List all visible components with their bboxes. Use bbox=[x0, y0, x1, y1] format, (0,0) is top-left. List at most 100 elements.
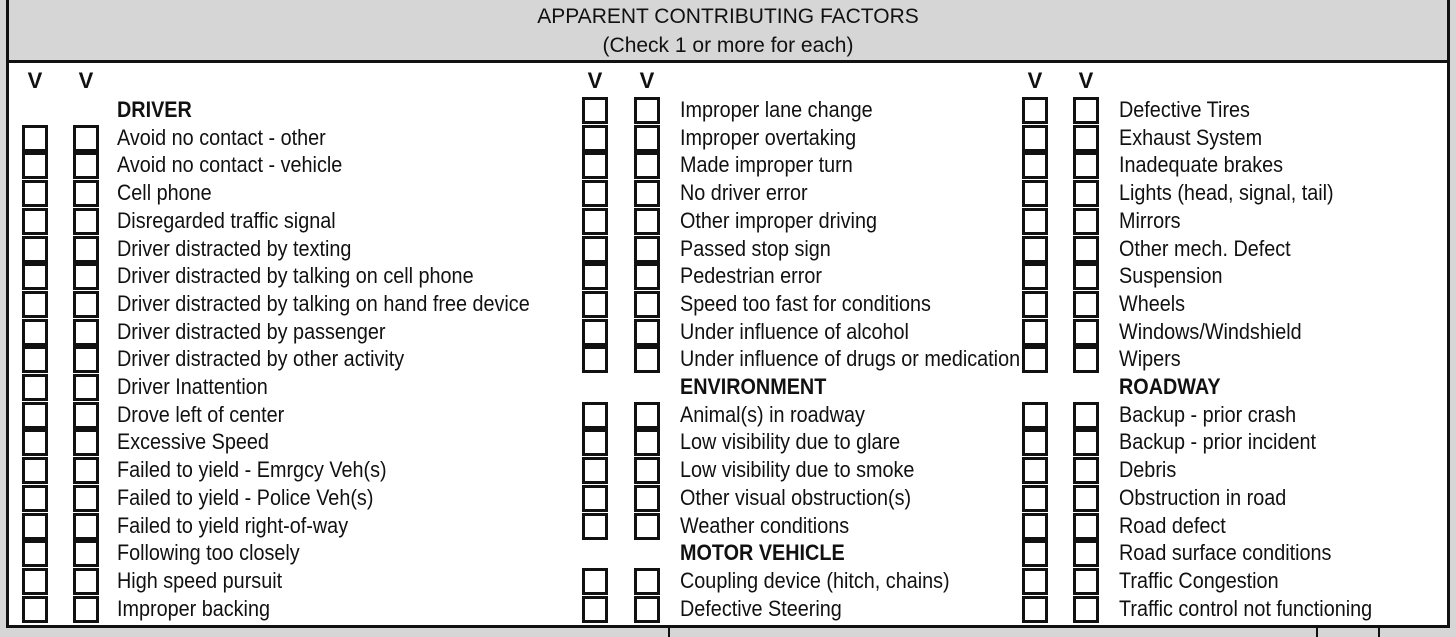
checkbox-vehicle-1[interactable] bbox=[582, 429, 608, 457]
checkbox-vehicle-1[interactable] bbox=[22, 401, 48, 429]
checkbox-vehicle-2[interactable] bbox=[634, 401, 660, 429]
checkbox-vehicle-1[interactable] bbox=[1022, 567, 1048, 595]
checkbox-vehicle-2[interactable] bbox=[634, 567, 660, 595]
checkbox-vehicle-2[interactable] bbox=[73, 124, 99, 152]
checkbox-vehicle-2[interactable] bbox=[634, 512, 660, 540]
checkbox-vehicle-1[interactable] bbox=[582, 97, 608, 124]
checkbox-vehicle-2[interactable] bbox=[634, 457, 660, 485]
checkbox-vehicle-2[interactable] bbox=[73, 263, 99, 291]
checkbox-vehicle-2[interactable] bbox=[634, 263, 660, 291]
checkbox-vehicle-1[interactable] bbox=[582, 567, 608, 595]
checkbox-vehicle-1[interactable] bbox=[1022, 457, 1048, 485]
checkbox-vehicle-2[interactable] bbox=[73, 595, 99, 623]
checkbox-vehicle-2[interactable] bbox=[634, 207, 660, 235]
checkbox-vehicle-1[interactable] bbox=[22, 152, 48, 180]
checkbox-vehicle-2[interactable] bbox=[1073, 429, 1099, 457]
checkbox-vehicle-1[interactable] bbox=[582, 180, 608, 208]
checkbox-vehicle-1[interactable] bbox=[582, 401, 608, 429]
checkbox-vehicle-1[interactable] bbox=[1022, 152, 1048, 180]
checkbox-vehicle-1[interactable] bbox=[22, 567, 48, 595]
checkbox-vehicle-2[interactable] bbox=[73, 374, 99, 401]
checkbox-vehicle-1[interactable] bbox=[1022, 429, 1048, 457]
checkbox-vehicle-1[interactable] bbox=[1022, 263, 1048, 291]
checkbox-vehicle-2[interactable] bbox=[1073, 180, 1099, 208]
checkbox-vehicle-2[interactable] bbox=[634, 124, 660, 152]
checkbox-vehicle-2[interactable] bbox=[73, 290, 99, 318]
checkbox-vehicle-2[interactable] bbox=[73, 318, 99, 346]
checkbox-vehicle-2[interactable] bbox=[73, 429, 99, 457]
checkbox-vehicle-1[interactable] bbox=[22, 318, 48, 346]
checkbox-vehicle-2[interactable] bbox=[1073, 346, 1099, 374]
checkbox-vehicle-1[interactable] bbox=[582, 484, 608, 512]
checkbox-vehicle-1[interactable] bbox=[1022, 346, 1048, 374]
checkbox-vehicle-1[interactable] bbox=[1022, 180, 1048, 208]
checkbox-vehicle-2[interactable] bbox=[1073, 97, 1099, 124]
checkbox-vehicle-2[interactable] bbox=[634, 595, 660, 623]
checkbox-vehicle-1[interactable] bbox=[582, 512, 608, 540]
checkbox-vehicle-2[interactable] bbox=[634, 97, 660, 124]
checkbox-vehicle-1[interactable] bbox=[22, 124, 48, 152]
checkbox-vehicle-1[interactable] bbox=[22, 180, 48, 208]
checkbox-vehicle-1[interactable] bbox=[1022, 235, 1048, 263]
checkbox-vehicle-1[interactable] bbox=[22, 457, 48, 485]
checkbox-vehicle-2[interactable] bbox=[1073, 457, 1099, 485]
checkbox-vehicle-2[interactable] bbox=[634, 346, 660, 374]
checkbox-vehicle-2[interactable] bbox=[1073, 484, 1099, 512]
checkbox-vehicle-2[interactable] bbox=[1073, 124, 1099, 152]
checkbox-vehicle-1[interactable] bbox=[1022, 512, 1048, 540]
checkbox-vehicle-2[interactable] bbox=[634, 429, 660, 457]
checkbox-vehicle-1[interactable] bbox=[582, 346, 608, 374]
checkbox-vehicle-2[interactable] bbox=[73, 207, 99, 235]
checkbox-vehicle-2[interactable] bbox=[73, 457, 99, 485]
checkbox-vehicle-1[interactable] bbox=[582, 152, 608, 180]
checkbox-vehicle-2[interactable] bbox=[73, 540, 99, 568]
checkbox-vehicle-1[interactable] bbox=[1022, 595, 1048, 623]
checkbox-vehicle-2[interactable] bbox=[1073, 263, 1099, 291]
checkbox-vehicle-1[interactable] bbox=[22, 346, 48, 374]
checkbox-vehicle-2[interactable] bbox=[634, 318, 660, 346]
checkbox-vehicle-1[interactable] bbox=[1022, 540, 1048, 568]
checkbox-vehicle-2[interactable] bbox=[634, 152, 660, 180]
checkbox-vehicle-1[interactable] bbox=[22, 595, 48, 623]
checkbox-vehicle-2[interactable] bbox=[634, 484, 660, 512]
checkbox-vehicle-1[interactable] bbox=[1022, 318, 1048, 346]
checkbox-vehicle-2[interactable] bbox=[73, 484, 99, 512]
checkbox-vehicle-2[interactable] bbox=[1073, 512, 1099, 540]
checkbox-vehicle-2[interactable] bbox=[1073, 290, 1099, 318]
checkbox-vehicle-2[interactable] bbox=[634, 290, 660, 318]
checkbox-vehicle-1[interactable] bbox=[22, 512, 48, 540]
checkbox-vehicle-1[interactable] bbox=[582, 235, 608, 263]
checkbox-vehicle-1[interactable] bbox=[1022, 484, 1048, 512]
checkbox-vehicle-2[interactable] bbox=[73, 401, 99, 429]
checkbox-vehicle-1[interactable] bbox=[582, 207, 608, 235]
checkbox-vehicle-2[interactable] bbox=[634, 235, 660, 263]
checkbox-vehicle-2[interactable] bbox=[1073, 595, 1099, 623]
checkbox-vehicle-2[interactable] bbox=[73, 180, 99, 208]
checkbox-vehicle-2[interactable] bbox=[1073, 235, 1099, 263]
checkbox-vehicle-1[interactable] bbox=[582, 318, 608, 346]
checkbox-vehicle-2[interactable] bbox=[1073, 401, 1099, 429]
checkbox-vehicle-2[interactable] bbox=[1073, 318, 1099, 346]
checkbox-vehicle-1[interactable] bbox=[582, 263, 608, 291]
checkbox-vehicle-1[interactable] bbox=[582, 595, 608, 623]
checkbox-vehicle-1[interactable] bbox=[1022, 124, 1048, 152]
checkbox-vehicle-2[interactable] bbox=[73, 346, 99, 374]
checkbox-vehicle-1[interactable] bbox=[22, 290, 48, 318]
checkbox-vehicle-1[interactable] bbox=[22, 207, 48, 235]
checkbox-vehicle-1[interactable] bbox=[582, 124, 608, 152]
checkbox-vehicle-1[interactable] bbox=[22, 235, 48, 263]
checkbox-vehicle-1[interactable] bbox=[22, 374, 48, 401]
checkbox-vehicle-2[interactable] bbox=[634, 180, 660, 208]
checkbox-vehicle-1[interactable] bbox=[1022, 290, 1048, 318]
checkbox-vehicle-2[interactable] bbox=[73, 512, 99, 540]
checkbox-vehicle-2[interactable] bbox=[1073, 207, 1099, 235]
checkbox-vehicle-1[interactable] bbox=[1022, 401, 1048, 429]
checkbox-vehicle-1[interactable] bbox=[22, 429, 48, 457]
checkbox-vehicle-1[interactable] bbox=[1022, 207, 1048, 235]
checkbox-vehicle-2[interactable] bbox=[73, 235, 99, 263]
checkbox-vehicle-1[interactable] bbox=[22, 263, 48, 291]
checkbox-vehicle-2[interactable] bbox=[1073, 567, 1099, 595]
checkbox-vehicle-1[interactable] bbox=[22, 484, 48, 512]
checkbox-vehicle-2[interactable] bbox=[1073, 540, 1099, 568]
checkbox-vehicle-1[interactable] bbox=[582, 457, 608, 485]
